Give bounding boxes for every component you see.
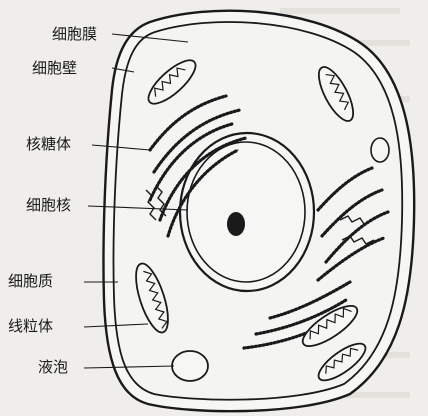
label-mitochondrion: 线粒体 (8, 319, 53, 334)
label-nucleus: 细胞核 (26, 198, 71, 213)
label-vacuole: 液泡 (38, 360, 68, 375)
nucleus-envelope (180, 133, 314, 291)
label-ribosome: 核糖体 (26, 137, 71, 152)
vacuole (371, 138, 389, 162)
nucleolus (227, 212, 245, 236)
label-cell-wall: 细胞壁 (32, 61, 77, 76)
label-cell-membrane: 细胞膜 (52, 27, 97, 42)
vacuole (172, 351, 208, 381)
label-cytoplasm: 细胞质 (8, 274, 53, 289)
